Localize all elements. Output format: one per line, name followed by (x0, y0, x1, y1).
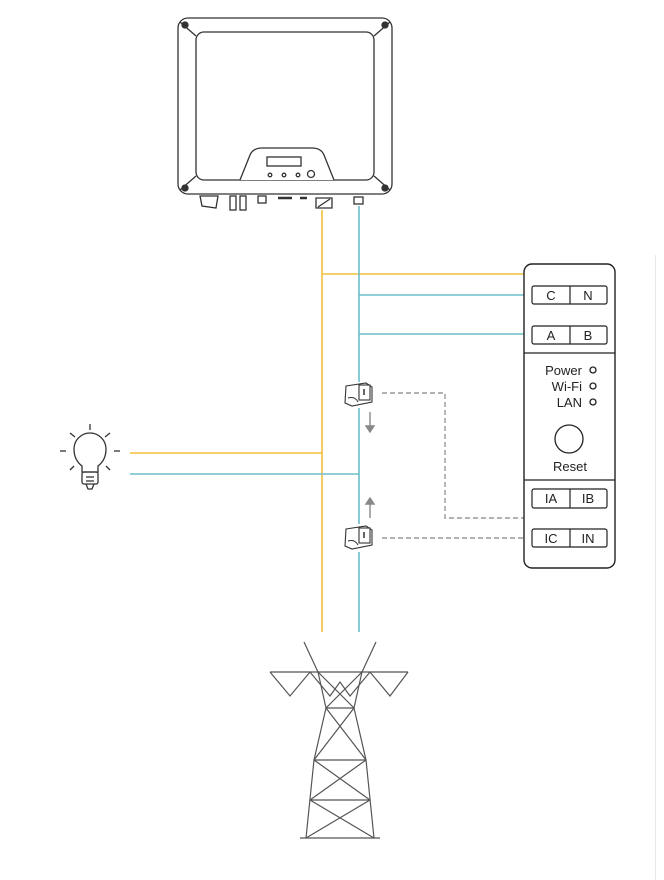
terminal-block-ic-in: IC IN (531, 528, 608, 548)
ct-signal-wires (382, 392, 589, 539)
terminal-n-label: N (583, 288, 592, 303)
wifi-led-icon (589, 382, 597, 390)
reset-label: Reset (553, 459, 587, 474)
current-direction-arrow-up (364, 496, 376, 518)
lan-indicator-label: LAN (557, 395, 582, 410)
page-edge-divider (655, 255, 656, 880)
power-tower-icon (269, 641, 409, 839)
wifi-indicator-label: Wi-Fi (552, 379, 582, 394)
terminal-block-cn: C N (531, 285, 608, 305)
terminal-b-label: B (584, 328, 593, 343)
terminal-block-ia-ib: IA IB (531, 488, 608, 509)
power-led-icon (589, 366, 597, 374)
neutral-wires (130, 206, 532, 632)
smart-meter: C N A B Power Wi-Fi LAN Reset IA IB IC I… (523, 263, 616, 569)
current-direction-arrow-down (364, 412, 376, 434)
terminal-in-label: IN (582, 531, 595, 546)
terminal-ic-label: IC (545, 531, 558, 546)
ct-clamp-icon (344, 525, 373, 550)
terminal-ib-label: IB (582, 491, 594, 506)
terminal-c-label: C (546, 288, 555, 303)
terminal-block-ab: A B (531, 325, 608, 345)
power-indicator-label: Power (545, 363, 583, 378)
lan-led-icon (589, 398, 597, 406)
terminal-ia-label: IA (545, 491, 558, 506)
inverter-icon (177, 17, 393, 211)
reset-button[interactable] (554, 424, 584, 454)
terminal-a-label: A (547, 328, 556, 343)
light-bulb-icon (60, 424, 120, 490)
ct-clamp-icon (344, 382, 373, 407)
